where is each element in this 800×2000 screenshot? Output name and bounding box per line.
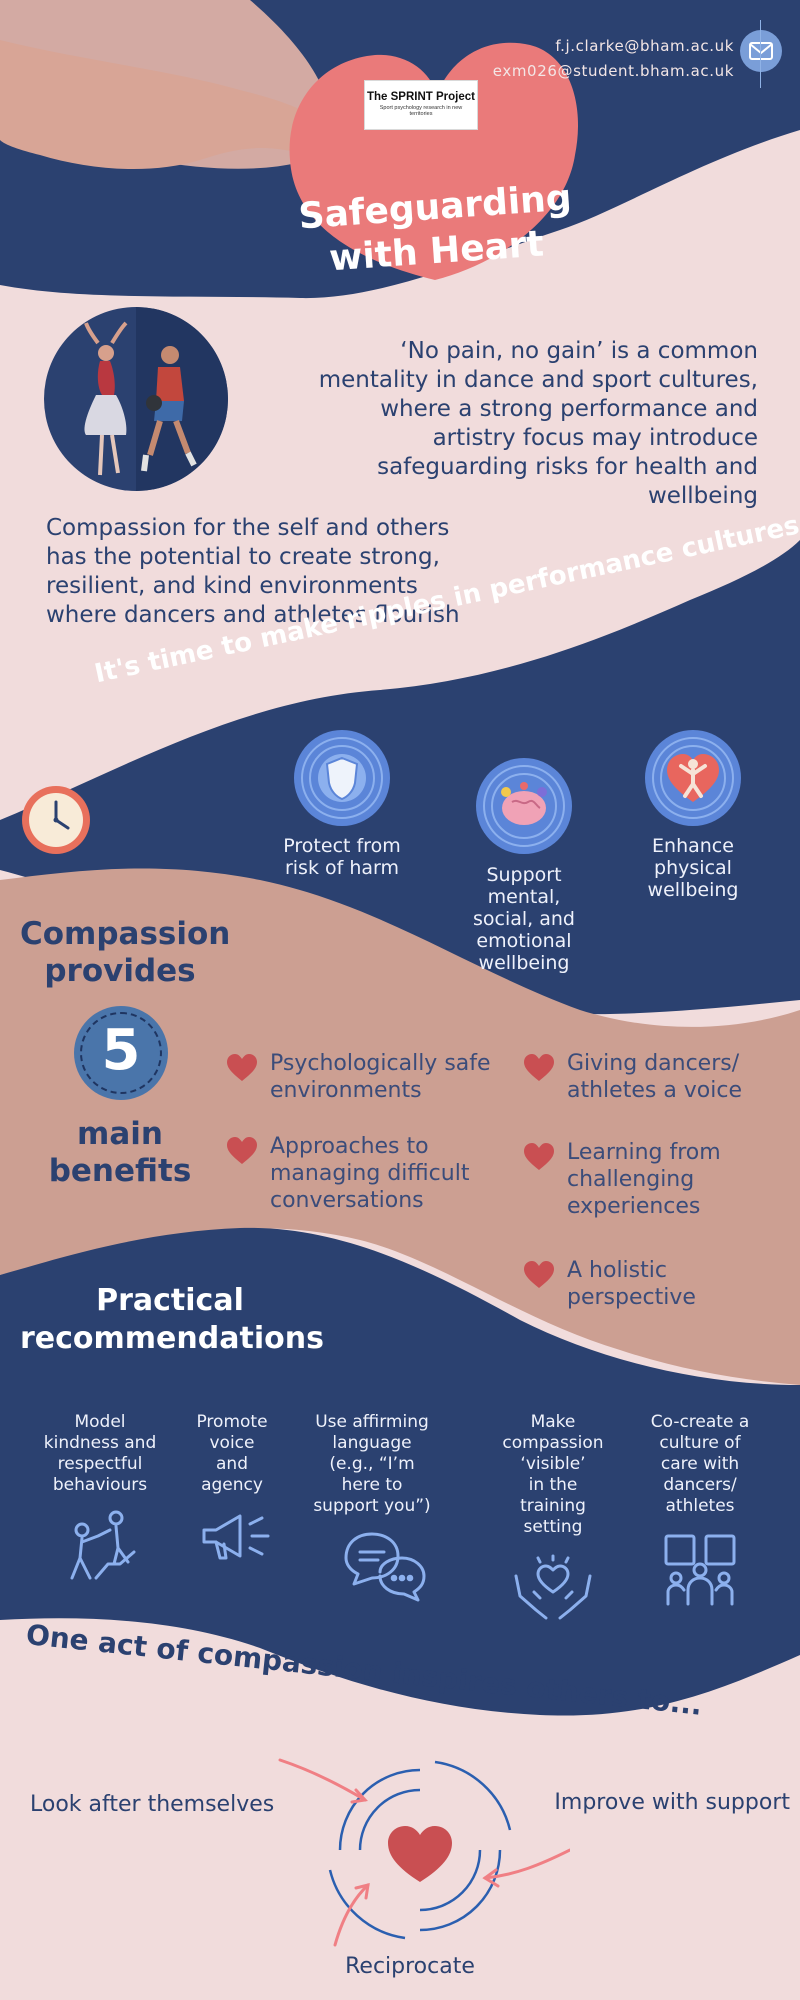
heart-icon (524, 1261, 554, 1288)
pillar-enhance-label: Enhance physical wellbeing (647, 835, 739, 901)
brain-icon (476, 758, 572, 854)
logo-name: The SPRINT Project (367, 91, 475, 103)
shield-icon (294, 730, 390, 826)
compassion-paragraph: Compassion for the self and others has t… (46, 514, 506, 630)
outcome-reciprocate: Reciprocate (345, 1954, 475, 1979)
logo-tagline: Sport psychology research in new territo… (379, 105, 463, 117)
heart-icon (227, 1054, 257, 1081)
benefits-heading-bottom: main benefits (48, 1116, 192, 1189)
intro-quote-line: where a strong performance and (380, 396, 758, 422)
compassion-line: resilient, and kind environments (46, 573, 418, 599)
benefit-item: A holistic perspective (523, 1257, 793, 1311)
megaphone-icon (202, 1514, 270, 1560)
outcome-improve: Improve with support (554, 1790, 790, 1815)
contact-divider (760, 20, 761, 88)
rec-co-create-culture: Co-create a culture of care with dancers… (650, 1412, 750, 1516)
compassion-line: has the potential to create strong, (46, 544, 440, 570)
page-title: Safeguarding with Heart (297, 177, 572, 284)
benefit-count: 5 (101, 1018, 141, 1083)
outcome-look-after: Look after themselves (30, 1792, 275, 1817)
email-1[interactable]: f.j.clarke@bham.ac.uk (555, 37, 734, 55)
person-heart-icon (645, 730, 741, 826)
rec-affirming-language: Use affirming language (e.g., “I’m here … (313, 1412, 431, 1516)
intro-quote-line: mentality in dance and sport cultures, (318, 367, 758, 393)
intro-quote-line: ‘No pain, no gain’ is a common (400, 338, 758, 364)
benefit-count-badge: 5 (74, 1006, 168, 1100)
rec-model-kindness: Model kindness and respectful behaviours (43, 1412, 157, 1495)
community-icon (664, 1534, 736, 1606)
intro-quote: ‘No pain, no gain’ is a common mentality… (270, 337, 758, 511)
speech-bubbles-icon (344, 1532, 426, 1602)
rec-visible-compassion: Make compassion ‘visible’ in the trainin… (502, 1412, 604, 1537)
rec-promote-voice: Promote voice and agency (196, 1412, 268, 1495)
compassion-line: where dancers and athletes flourish (46, 602, 460, 628)
clock-icon (22, 786, 90, 854)
benefit-item: Giving dancers/ athletes a voice (523, 1050, 793, 1104)
compassion-line: Compassion for the self and others (46, 515, 450, 541)
heart-icon (524, 1143, 554, 1170)
sprint-logo: The SPRINT Project Sport psychology rese… (364, 80, 478, 130)
helping-hand-icon (70, 1510, 136, 1580)
intro-quote-line: safeguarding risks for health and (377, 454, 758, 480)
envelope-icon[interactable] (740, 30, 782, 72)
email-2[interactable]: exm026@student.bham.ac.uk (492, 62, 734, 80)
recommendations-heading: Practical recommendations (20, 1283, 324, 1356)
dancer-athlete-illustration (44, 307, 228, 491)
hands-heart-icon (514, 1554, 592, 1620)
benefits-heading-top: Compassion provides (20, 916, 231, 989)
pillar-protect-label: Protect from risk of harm (283, 835, 401, 879)
benefit-item: Learning from challenging experiences (523, 1139, 793, 1220)
heart-icon (524, 1054, 554, 1081)
ripple-heart-illustration (278, 1758, 570, 1947)
pillar-support-label: Support mental, social, and emotional we… (473, 864, 575, 974)
intro-quote-line: artistry focus may introduce (432, 425, 758, 451)
benefit-item: Psychologically safe environments (226, 1050, 516, 1104)
heart-card (289, 42, 578, 280)
contact-emails: f.j.clarke@bham.ac.uk exm026@student.bha… (480, 34, 734, 84)
benefit-item: Approaches to managing difficult convers… (226, 1133, 516, 1214)
intro-quote-line: wellbeing (647, 483, 758, 509)
heart-icon (227, 1137, 257, 1164)
